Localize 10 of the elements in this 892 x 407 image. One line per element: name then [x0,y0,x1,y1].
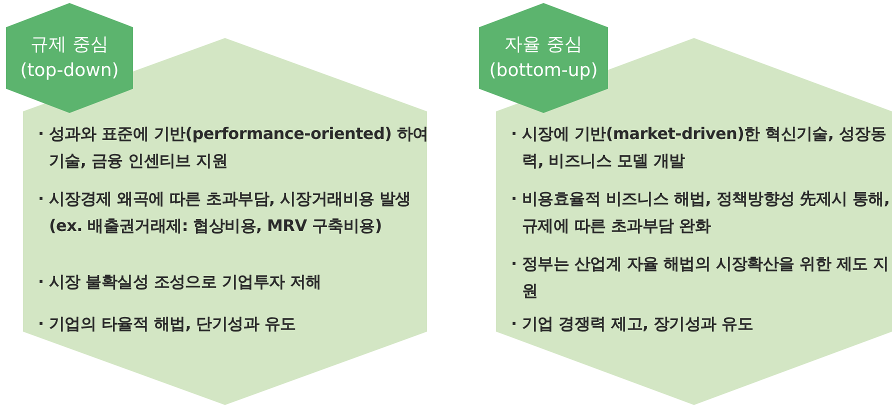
bullet-text: · 기업 경쟁력 제고, 장기성과 유도 [511,313,754,335]
badge-title: 규제 중심 (top-down) [19,33,120,83]
bullet-text: · 시장 불확실성 조성으로 기업투자 저해 [38,271,322,293]
badge-title: 자율 중심 (bottom-up) [488,33,599,83]
bullet-text: · 시장경제 왜곡에 따른 초과부담, 시장거래비용 발생 (ex. 배출권거래제: 협상비용, MRV 구축비용) [38,188,412,237]
bullet-text: · 비용효율적 비즈니스 해법, 정책방향성 先제시 통해, 규제에 따른 초과부담 완화 [511,188,891,237]
bullet-text: · 성과와 표준에 기반(performance-oriented) 하여 기술, 금융 인센티브 지원 [38,123,430,172]
bullet-text: · 시장에 기반(market-driven)한 혁신기술, 성장동력, 비즈니스 모델 개발 [511,123,888,172]
bullet-text: · 기업의 타율적 해법, 단기성과 유도 [38,313,297,335]
bullet-text: · 정부는 산업계 자율 해법의 시장확산을 위한 제도 지원 [511,253,890,302]
